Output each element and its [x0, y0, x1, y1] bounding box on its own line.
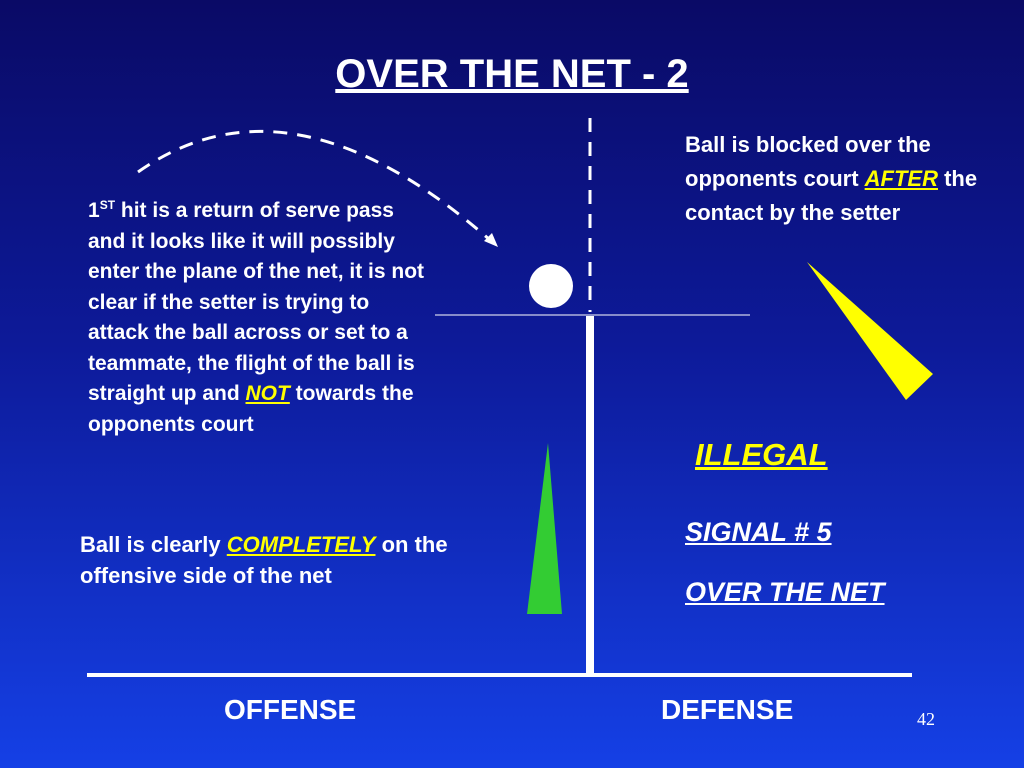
- page-number: 42: [917, 709, 935, 729]
- trajectory-arrowhead: [484, 233, 498, 247]
- defense-label: DEFENSE: [661, 694, 794, 725]
- ball: [529, 264, 573, 308]
- offensive-text-end: on the offensive side of the net: [80, 532, 448, 588]
- offense-label: OFFENSE: [224, 694, 357, 725]
- description-text: hit is a return of serve pass and it loo…: [88, 199, 425, 405]
- ordinal-suffix: ST: [99, 198, 116, 212]
- signal-number: SIGNAL # 5: [685, 517, 832, 547]
- emphasis-after: AFTER: [864, 166, 938, 191]
- verdict-label: ILLEGAL: [695, 437, 828, 472]
- signal-name: OVER THE NET: [685, 577, 885, 607]
- description-text-end: towards the opponents court: [88, 382, 414, 436]
- blocked-text: Ball is blocked over the opponents court: [685, 132, 931, 191]
- offensive-side-description: Ball is clearly COMPLETELY on the offens…: [80, 530, 480, 591]
- blocked-ball-description: Ball is blocked over the opponents court…: [685, 128, 985, 230]
- emphasis-not: NOT: [245, 382, 290, 405]
- ball-trajectory-arrow: [137, 129, 491, 242]
- green-pointer: [527, 443, 562, 614]
- ordinal-number: 1: [88, 199, 100, 222]
- yellow-pointer: [807, 262, 933, 400]
- slide-title: OVER THE NET - 2: [335, 52, 689, 96]
- return-of-serve-description: 1ST hit is a return of serve pass and it…: [88, 196, 433, 440]
- emphasis-completely: COMPLETELY: [226, 532, 376, 557]
- blocked-text-end: the contact by the setter: [685, 166, 978, 225]
- offensive-text: Ball is clearly: [80, 532, 227, 557]
